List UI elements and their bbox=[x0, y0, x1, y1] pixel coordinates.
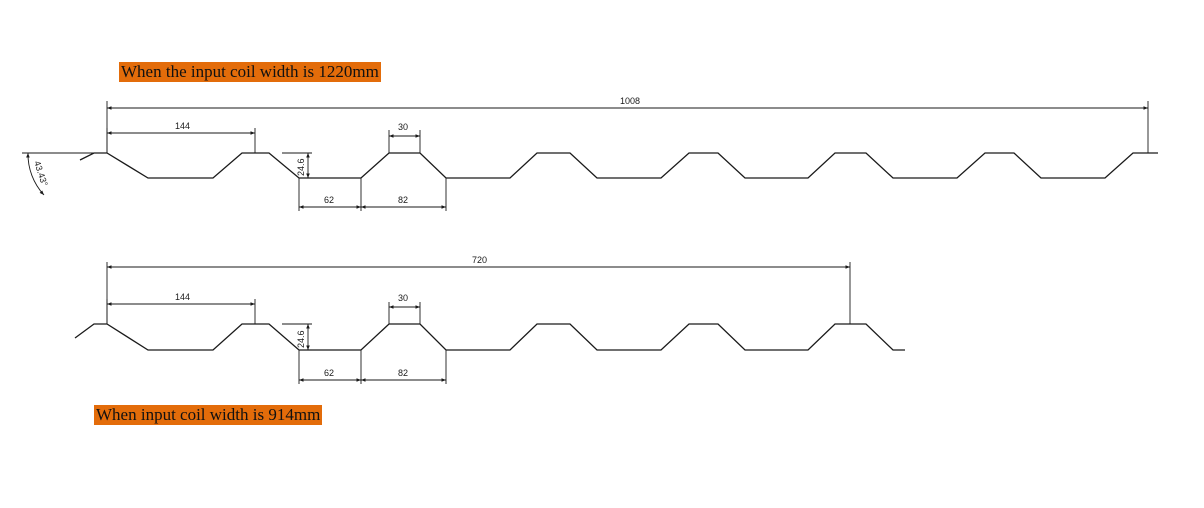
dim-overall-1008: 1008 bbox=[620, 96, 640, 106]
profile-914-group: 720 144 30 24.6 62 82 bbox=[74, 255, 905, 384]
dim-crest-30-b: 30 bbox=[398, 293, 408, 303]
caption-914mm: When input coil width is 914mm bbox=[94, 405, 323, 425]
dim-crest-30: 30 bbox=[398, 122, 408, 132]
dim-overall-720: 720 bbox=[472, 255, 487, 265]
profile-1220-group: 1008 144 30 24.6 62 82 43.43° bbox=[22, 96, 1158, 211]
dim-trough-62: 62 bbox=[324, 195, 334, 205]
caption-1220mm: When the input coil width is 1220mm bbox=[119, 62, 381, 82]
dim-height-24-6: 24.6 bbox=[296, 158, 306, 176]
dim-trough-62-b: 62 bbox=[324, 368, 334, 378]
profile-914-outline bbox=[74, 323, 905, 351]
dim-height-24-6-b: 24.6 bbox=[296, 330, 306, 348]
dim-pitch-144-b: 144 bbox=[175, 292, 190, 302]
dim-pitch-144: 144 bbox=[175, 121, 190, 131]
dim-angle-43-43: 43.43° bbox=[32, 160, 50, 188]
dim-web-82: 82 bbox=[398, 195, 408, 205]
profile-1220-outline bbox=[79, 152, 1158, 179]
dim-web-82-b: 82 bbox=[398, 368, 408, 378]
